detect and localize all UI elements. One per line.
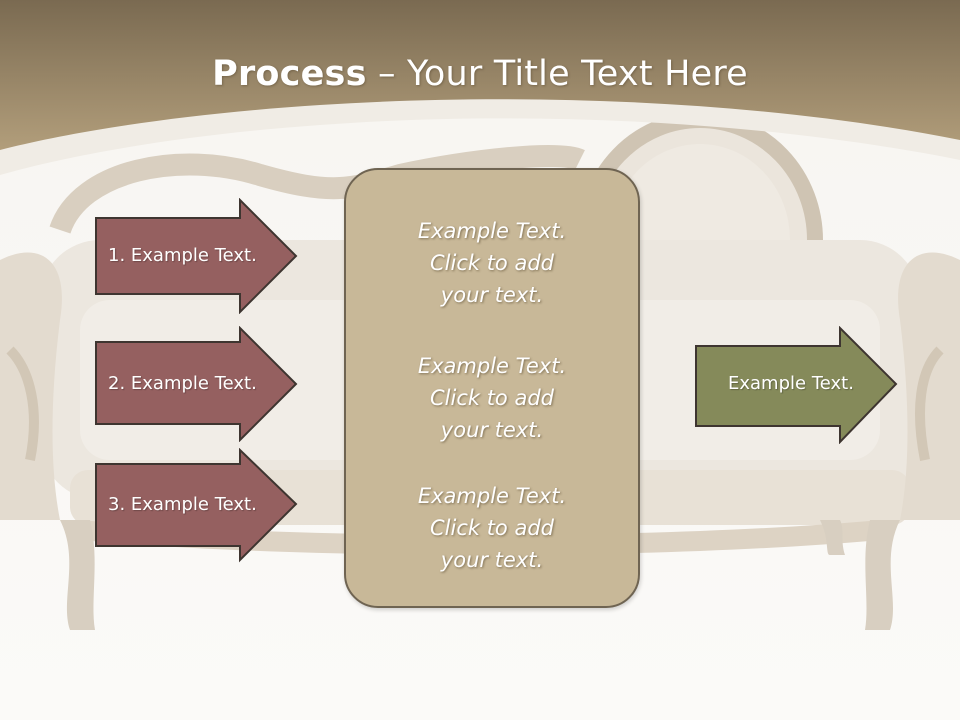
process-step-1-label: 1. Example Text. xyxy=(108,245,257,266)
output-arrow[interactable]: Example Text. xyxy=(694,326,900,444)
center-text-box[interactable]: Example Text. Click to add your text. Ex… xyxy=(344,168,640,608)
center-paragraph-3: Example Text. Click to add your text. xyxy=(346,480,638,576)
right-arrow-shape-icon xyxy=(695,326,898,444)
title-rest: – Your Title Text Here xyxy=(366,54,748,94)
process-step-3-arrow[interactable]: 3. Example Text. xyxy=(94,448,300,564)
center-paragraph-1: Example Text. Click to add your text. xyxy=(346,215,638,311)
right-arrow-shape-icon xyxy=(95,198,298,314)
process-step-2-arrow[interactable]: 2. Example Text. xyxy=(94,326,300,442)
paragraph-line: Click to add xyxy=(429,251,554,275)
paragraph-line: Example Text. xyxy=(417,354,567,378)
title-bold: Process xyxy=(212,54,367,94)
paragraph-line: Example Text. xyxy=(417,219,567,243)
paragraph-line: Click to add xyxy=(429,386,554,410)
center-paragraph-2: Example Text. Click to add your text. xyxy=(346,350,638,446)
slide-title: Process – Your Title Text Here xyxy=(0,50,960,98)
paragraph-line: Click to add xyxy=(429,516,554,540)
process-step-1-arrow[interactable]: 1. Example Text. xyxy=(94,198,300,314)
process-step-2-label: 2. Example Text. xyxy=(108,373,257,394)
paragraph-line: your text. xyxy=(440,548,544,572)
process-step-3-label: 3. Example Text. xyxy=(108,494,257,515)
paragraph-line: your text. xyxy=(440,283,544,307)
paragraph-line: your text. xyxy=(440,418,544,442)
output-arrow-label: Example Text. xyxy=(728,373,854,394)
paragraph-line: Example Text. xyxy=(417,484,567,508)
right-arrow-shape-icon xyxy=(95,448,298,563)
right-arrow-shape-icon xyxy=(95,326,298,442)
